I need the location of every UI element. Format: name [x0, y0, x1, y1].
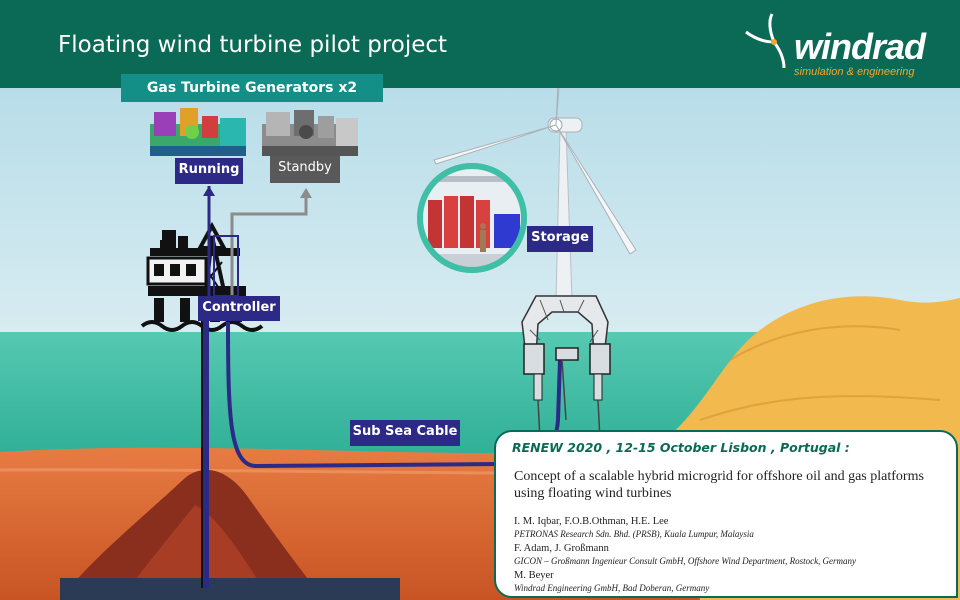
- author-affiliation: Windrad Engineering GmbH, Bad Doberan, G…: [514, 583, 710, 593]
- storage-illustration: [417, 163, 527, 273]
- windrad-logo-icon: [745, 13, 786, 69]
- windrad-logo: windrad simulation & engineering: [744, 12, 954, 82]
- author-affiliation: PETRONAS Research Sdn. Bhd. (PRSB), Kual…: [514, 529, 754, 539]
- line-to-standby: [230, 190, 308, 296]
- paper-reference-card: RENEW 2020 , 12-15 October Lisbon , Port…: [494, 430, 958, 598]
- arrow-to-standby: [300, 188, 312, 198]
- author-names: I. M. Iqbar, F.O.B.Othman, H.E. Lee: [514, 516, 669, 527]
- reservoir-base: [60, 578, 400, 600]
- riser-pipe: [203, 300, 209, 588]
- gas-turbine-standby-icon: [262, 110, 358, 156]
- running-label: Running: [175, 158, 243, 184]
- author-affiliation: GICON – Großmann Ingenieur Consult GmbH,…: [514, 556, 857, 566]
- author-names: F. Adam, J. Großmann: [514, 543, 609, 554]
- header-bar: Floating wind turbine pilot project wind…: [0, 0, 960, 88]
- standby-label: Standby: [270, 156, 340, 183]
- paper-title: Concept of a scalable hybrid microgrid f…: [514, 469, 924, 501]
- reservoir-inner: [120, 505, 270, 600]
- controller-label: Controller: [198, 296, 280, 321]
- riser-pipe-edge: [201, 300, 203, 588]
- conference-heading: RENEW 2020 , 12-15 October Lisbon , Port…: [512, 440, 850, 455]
- sub-sea-cable-label: Sub Sea Cable: [350, 420, 460, 446]
- logo-name: windrad: [794, 26, 926, 67]
- gas-turbine-generators-label: Gas Turbine Generators x2: [121, 74, 383, 102]
- logo-tagline: simulation & engineering: [794, 66, 915, 78]
- gas-turbine-running-icon: [150, 108, 246, 156]
- floating-wind-turbine-icon: [433, 0, 637, 441]
- arrow-to-running: [203, 186, 215, 196]
- page-title: Floating wind turbine pilot project: [58, 32, 448, 58]
- author-names: M. Beyer: [514, 570, 554, 581]
- storage-label: Storage: [527, 226, 593, 252]
